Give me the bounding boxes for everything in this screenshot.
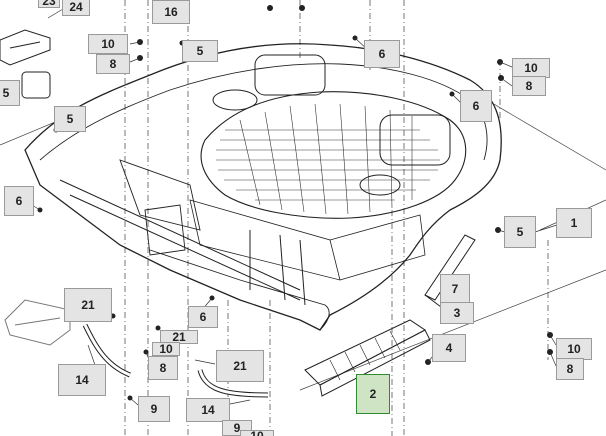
- callout-10[interactable]: 10: [88, 34, 128, 54]
- callout-2-highlighted[interactable]: 2: [356, 374, 390, 414]
- callout-7[interactable]: 7: [440, 274, 470, 304]
- side-skid: [4, 299, 71, 346]
- bumper-pad: [21, 71, 51, 99]
- callout-10[interactable]: 10: [152, 342, 180, 356]
- callout-6[interactable]: 6: [4, 186, 34, 216]
- callout-5[interactable]: 5: [504, 216, 536, 248]
- callout-21[interactable]: 21: [160, 330, 198, 344]
- callout-4[interactable]: 4: [432, 334, 466, 362]
- callout-6[interactable]: 6: [460, 90, 492, 122]
- part-2-vent-cover: [304, 319, 431, 397]
- bracket-part: [0, 29, 51, 66]
- callout-21[interactable]: 21: [216, 350, 264, 382]
- callout-8[interactable]: 8: [556, 358, 584, 380]
- callout-1[interactable]: 1: [556, 208, 592, 238]
- callout-16[interactable]: 16: [152, 0, 190, 24]
- callout-21[interactable]: 21: [64, 288, 112, 322]
- callout-5[interactable]: 5: [182, 40, 218, 62]
- callout-10[interactable]: 10: [512, 58, 550, 78]
- callout-8[interactable]: 8: [512, 76, 546, 96]
- callout-6[interactable]: 6: [188, 306, 218, 328]
- callout-24[interactable]: 24: [62, 0, 90, 16]
- callout-8[interactable]: 8: [148, 356, 178, 380]
- callout-14[interactable]: 14: [186, 398, 230, 422]
- callout-5[interactable]: 5: [54, 106, 86, 132]
- callout-14[interactable]: 14: [58, 364, 106, 396]
- part-7-rail: [424, 234, 476, 301]
- callout-9[interactable]: 9: [138, 396, 170, 422]
- callout-8[interactable]: 8: [96, 54, 130, 74]
- callout-5[interactable]: 5: [0, 80, 20, 106]
- callout-6[interactable]: 6: [364, 40, 400, 68]
- callout-10[interactable]: 10: [556, 338, 592, 360]
- callout-10[interactable]: 10: [240, 429, 274, 436]
- callout-23[interactable]: 23: [38, 0, 60, 8]
- callout-3[interactable]: 3: [440, 302, 474, 324]
- vent-grille: [216, 103, 440, 215]
